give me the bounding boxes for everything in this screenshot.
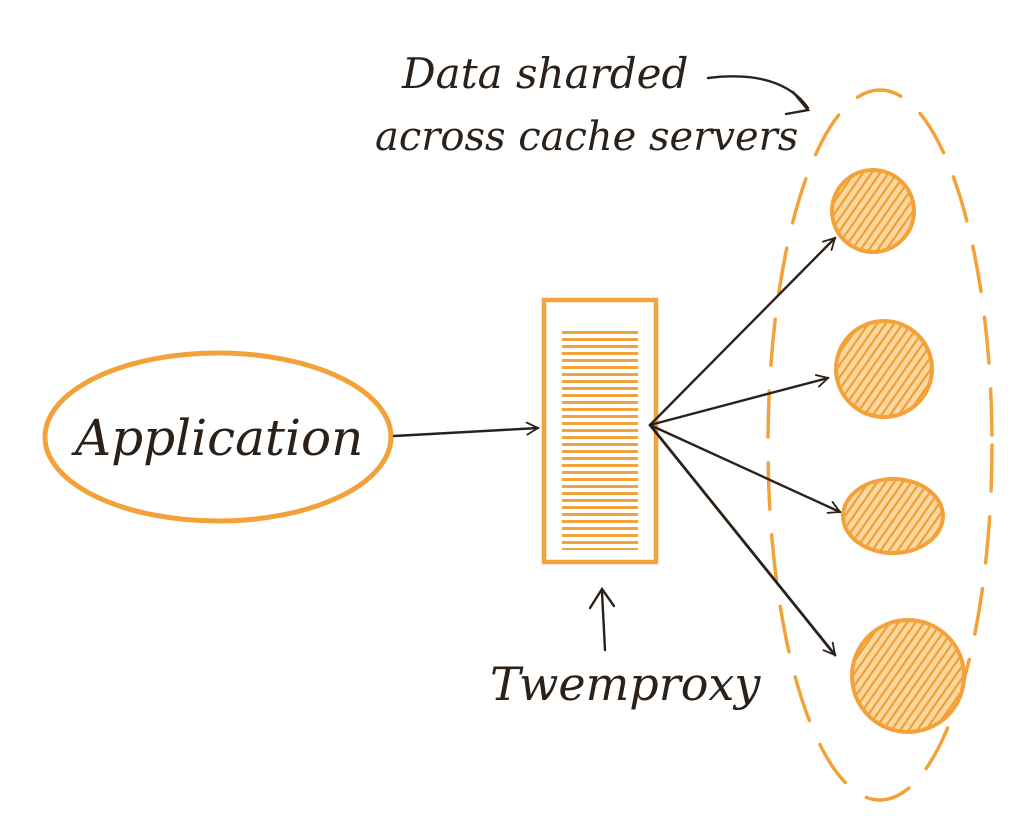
annotation-line-2: across cache servers (375, 114, 798, 160)
proxy-to-server-3-arrow (648, 423, 842, 514)
proxy-to-server-4-arrow (648, 423, 837, 657)
application-node (42, 350, 394, 524)
annotation-arrow-head (784, 90, 811, 116)
application-label: Application (71, 409, 363, 467)
proxy-label-arrow (600, 590, 607, 652)
cache-server-group (766, 88, 994, 802)
proxy-scribble-fill (562, 328, 638, 550)
cache-server-3 (841, 477, 945, 555)
cache-server-1 (830, 168, 916, 254)
proxy-to-server-1-arrow (648, 236, 837, 427)
proxy-to-server-2-arrow (648, 374, 830, 427)
application-to-proxy-arrow (392, 421, 540, 438)
proxy-label: Twemproxy (490, 657, 761, 711)
proxy-label-arrow-head (588, 586, 616, 610)
annotation-arrow (706, 75, 810, 110)
cache-server-4 (850, 618, 966, 734)
cache-server-2 (834, 319, 934, 419)
annotation-line-1: Data sharded (401, 49, 688, 98)
